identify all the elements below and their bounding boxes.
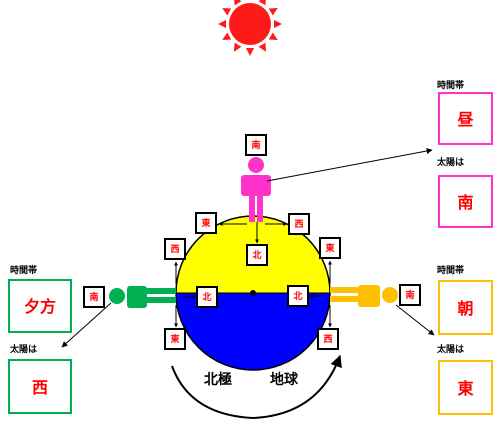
rotation-arrow — [171, 354, 342, 420]
sun-ray — [234, 42, 242, 52]
dir-box-left-foot: 北 — [196, 286, 218, 308]
svg-text:東: 東 — [325, 242, 334, 254]
morning-time-caption: 時間帯 — [437, 264, 464, 276]
svg-text:南: 南 — [405, 289, 414, 301]
svg-text:西: 西 — [32, 378, 48, 397]
sun-ray — [222, 8, 232, 16]
morning-sun-box: 東 — [438, 360, 493, 415]
svg-text:東: 東 — [201, 217, 210, 229]
noon-time-box: 昼 — [438, 92, 493, 145]
dir-box-right-head: 南 — [399, 284, 421, 306]
evening-sun-box: 西 — [8, 359, 72, 414]
svg-text:東: 東 — [170, 333, 179, 345]
noon-sun-box: 南 — [438, 175, 493, 228]
svg-text:南: 南 — [457, 193, 473, 212]
dir-box-left-top: 西 — [164, 238, 186, 260]
svg-text:朝: 朝 — [457, 299, 473, 318]
sun-icon — [218, 0, 282, 56]
north-pole-label: 北極 — [204, 371, 232, 388]
sun-ray — [258, 0, 266, 6]
svg-text:昼: 昼 — [456, 110, 474, 129]
svg-text:北: 北 — [252, 249, 261, 261]
earth-southern-half — [176, 293, 330, 370]
dir-box-left-head: 南 — [83, 286, 105, 308]
svg-text:南: 南 — [89, 291, 98, 303]
dir-box-right-top: 東 — [319, 237, 341, 259]
sun-ray — [246, 48, 254, 56]
person-noon — [241, 157, 271, 222]
person-evening — [109, 286, 176, 308]
svg-text:北: 北 — [293, 290, 302, 302]
dir-box-top-foot: 北 — [246, 244, 268, 266]
svg-text:東: 東 — [457, 379, 473, 398]
dir-box-top-right: 西 — [288, 213, 310, 235]
svg-text:夕方: 夕方 — [24, 297, 56, 316]
dir-box-right-foot: 北 — [287, 285, 309, 307]
dir-box-top-head: 南 — [245, 134, 267, 156]
svg-text:南: 南 — [251, 139, 260, 151]
sun-ray — [268, 8, 278, 16]
evening-sun-caption: 太陽は — [9, 343, 37, 355]
earth-label: 地球 — [270, 371, 299, 388]
dir-box-left-bottom: 東 — [164, 328, 186, 350]
morning-sun-caption: 太陽は — [436, 343, 464, 355]
sun-ray — [268, 32, 278, 40]
sun-ray — [218, 20, 226, 28]
north-pole-dot — [250, 290, 256, 296]
dir-box-top-left: 東 — [195, 212, 217, 234]
evening-time-caption: 時間帯 — [10, 264, 37, 276]
svg-text:西: 西 — [170, 244, 179, 255]
sun-ray — [258, 42, 266, 52]
svg-text:西: 西 — [323, 334, 332, 345]
sun-ray — [234, 0, 242, 6]
person-morning — [330, 285, 398, 307]
sun-ray — [274, 20, 282, 28]
evening-time-box: 夕方 — [8, 279, 72, 333]
svg-text:西: 西 — [294, 219, 303, 230]
sun-ray — [222, 32, 232, 40]
svg-text:北: 北 — [202, 291, 211, 303]
noon-sun-caption: 太陽は — [436, 156, 464, 168]
noon-time-caption: 時間帯 — [437, 79, 464, 91]
morning-time-box: 朝 — [438, 280, 493, 335]
dir-box-right-bottom: 西 — [317, 328, 339, 350]
